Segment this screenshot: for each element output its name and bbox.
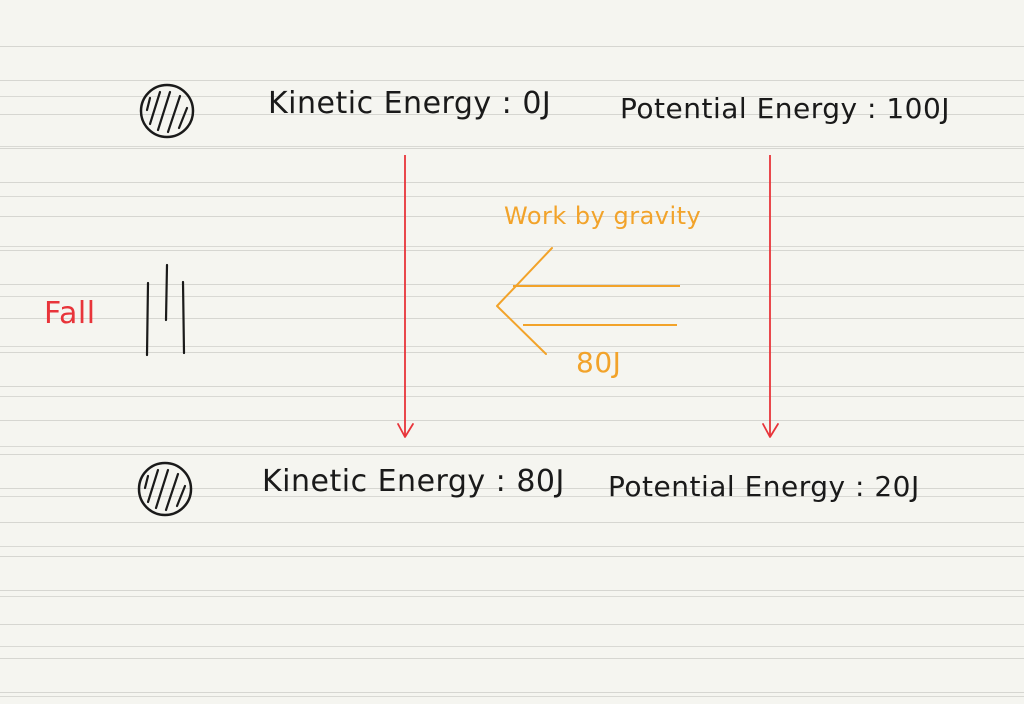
ruled-line <box>0 420 1024 421</box>
work-arrow <box>496 247 680 355</box>
ruled-line <box>0 148 1024 149</box>
top-kinetic-energy-label: Kinetic Energy : 0J <box>268 86 552 121</box>
ruled-line <box>0 590 1024 591</box>
work-value-label: 80J <box>576 346 622 379</box>
ruled-line <box>0 692 1024 693</box>
ball-top <box>139 83 195 139</box>
ruled-line <box>0 182 1024 183</box>
kinetic-arrow <box>397 155 414 438</box>
ruled-line <box>0 624 1024 625</box>
ruled-line <box>0 114 1024 115</box>
fall-label: Fall <box>44 296 96 331</box>
motion-lines <box>145 263 186 357</box>
bottom-kinetic-energy-label: Kinetic Energy : 80J <box>262 464 565 499</box>
ruled-line <box>0 386 1024 387</box>
ball-bottom <box>137 461 193 517</box>
work-by-gravity-label: Work by gravity <box>504 202 702 230</box>
ruled-line <box>0 522 1024 523</box>
potential-arrow <box>762 155 779 438</box>
ruled-line <box>0 318 1024 319</box>
ruled-line <box>0 454 1024 455</box>
ruled-line <box>0 284 1024 285</box>
ruled-line <box>0 46 1024 47</box>
ruled-line <box>0 80 1024 81</box>
ruled-line <box>0 658 1024 659</box>
bottom-potential-energy-label: Potential Energy : 20J <box>608 470 920 503</box>
ruled-line <box>0 488 1024 489</box>
ruled-line <box>0 556 1024 557</box>
ruled-line <box>0 352 1024 353</box>
ruled-line <box>0 250 1024 251</box>
ruled-line <box>0 216 1024 217</box>
top-potential-energy-label: Potential Energy : 100J <box>620 92 951 125</box>
